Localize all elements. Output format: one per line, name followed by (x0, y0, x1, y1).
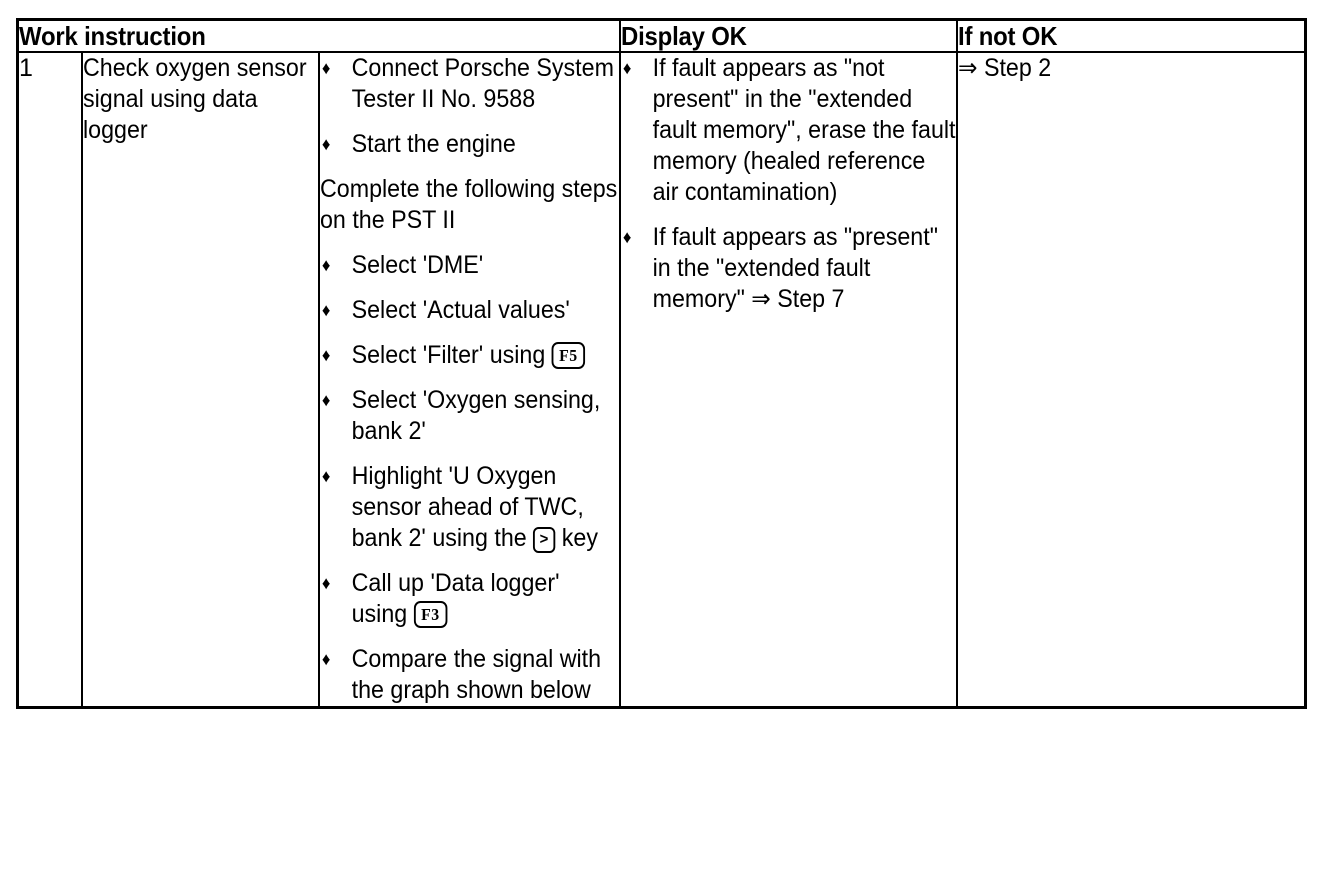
list-item-label: Select 'Filter' using (351, 341, 552, 369)
list-item-label: Compare the signal with the graph shown … (351, 645, 601, 704)
key-right-arrow-icon: > (532, 527, 555, 553)
key-f3-icon: F3 (413, 601, 447, 628)
list-item-label: Select 'DME' (351, 251, 483, 279)
list-item: ♦ Connect Porsche System Tester II No. 9… (320, 53, 619, 115)
header-row: Work instruction Display OK If not OK (16, 18, 1307, 53)
display-ok-inner: ♦ If fault appears as "not present" in t… (621, 53, 956, 315)
list-item: ♦ Start the engine (320, 129, 619, 160)
column-header-display-ok-label: Display OK (620, 21, 747, 51)
steps-bullets-bottom: ♦ Select 'DME' ♦ Select 'Actual values' … (320, 250, 619, 706)
list-item-label: Start the engine (351, 130, 516, 158)
bullet-icon: ♦ (321, 345, 330, 365)
list-item-label: Highlight 'U Oxygen sensor ahead of TWC,… (351, 462, 584, 552)
bullet-icon: ♦ (622, 227, 631, 247)
list-item-label: If fault appears as "not present" in the… (652, 54, 956, 206)
key-f5-icon: F5 (551, 342, 585, 369)
list-item: ♦ Select 'DME' (320, 250, 619, 281)
list-item: ♦ Select 'Filter' using F5 (320, 340, 619, 371)
list-item: ♦ Call up 'Data logger' using F3 (320, 568, 619, 630)
list-item-label: Select 'Oxygen sensing, bank 2' (351, 386, 600, 445)
work-instruction-text: Check oxygen sensor signal using data lo… (82, 54, 307, 144)
list-item-suffix: key (554, 524, 598, 552)
bullet-icon: ♦ (321, 255, 330, 275)
steps-bullets-top: ♦ Connect Porsche System Tester II No. 9… (320, 53, 619, 160)
list-item-label: Connect Porsche System Tester II No. 958… (351, 54, 614, 113)
steps-plain-text: Complete the following steps on the PST … (319, 175, 617, 234)
table-row: 1 Check oxygen sensor signal using data … (16, 51, 1307, 709)
list-item: ♦ If fault appears as "present" in the "… (621, 222, 956, 315)
column-header-work-instruction-label: Work instruction (19, 21, 206, 51)
column-header-if-not-ok: If not OK (955, 18, 1307, 53)
procedure-table: Work instruction Display OK If not OK 1 … (16, 18, 1308, 709)
bullet-icon: ♦ (321, 58, 330, 78)
column-header-work-instruction: Work instruction (16, 18, 621, 53)
list-item-label: Call up 'Data logger' using (351, 569, 560, 628)
cell-display-ok: ♦ If fault appears as "not present" in t… (618, 51, 958, 709)
list-item: ♦ Compare the signal with the graph show… (320, 644, 619, 706)
list-item: ♦ Select 'Oxygen sensing, bank 2' (320, 385, 619, 447)
display-ok-bullets: ♦ If fault appears as "not present" in t… (621, 53, 956, 315)
bullet-icon: ♦ (321, 573, 330, 593)
steps-inner: ♦ Connect Porsche System Tester II No. 9… (320, 53, 619, 706)
list-item-label: If fault appears as "present" in the "ex… (652, 223, 938, 313)
list-item: ♦ Highlight 'U Oxygen sensor ahead of TW… (320, 461, 619, 554)
table-body: 1 Check oxygen sensor signal using data … (16, 51, 1307, 709)
list-item: ♦ If fault appears as "not present" in t… (621, 53, 956, 208)
bullet-icon: ♦ (321, 134, 330, 154)
cell-if-not-ok: ⇒ Step 2 (955, 51, 1307, 709)
cell-steps: ♦ Connect Porsche System Tester II No. 9… (317, 51, 621, 709)
bullet-icon: ♦ (321, 649, 330, 669)
bullet-icon: ♦ (321, 466, 330, 486)
list-item: ♦ Select 'Actual values' (320, 295, 619, 326)
table-header: Work instruction Display OK If not OK (16, 18, 1307, 53)
bullet-icon: ♦ (321, 300, 330, 320)
cell-work-instruction: Check oxygen sensor signal using data lo… (80, 51, 320, 709)
step-number: 1 (19, 54, 33, 82)
cell-step-number: 1 (16, 51, 83, 709)
bullet-icon: ♦ (321, 390, 330, 410)
column-header-display-ok: Display OK (618, 18, 958, 53)
bullet-icon: ♦ (622, 58, 631, 78)
if-not-ok-text: ⇒ Step 2 (957, 54, 1051, 82)
list-item-label: Select 'Actual values' (351, 296, 570, 324)
column-header-if-not-ok-label: If not OK (957, 21, 1058, 51)
